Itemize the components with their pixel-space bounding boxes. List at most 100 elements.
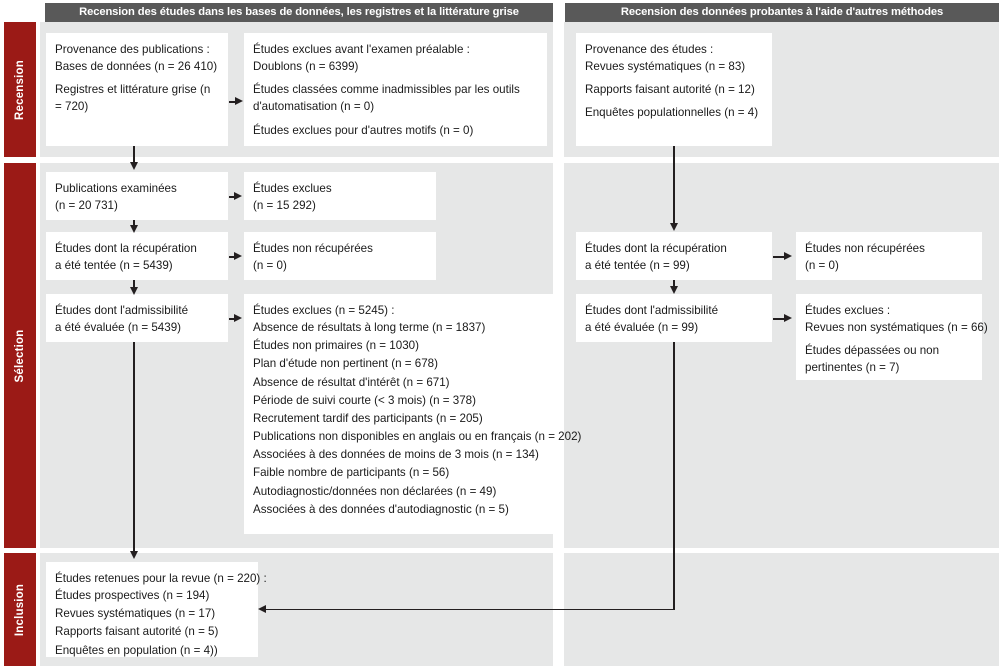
box-reports-assessed-for-eligibility: Études dont l'admissibilité a été évalué… <box>46 294 228 342</box>
list-item: Revues non systématiques (n = 66) <box>805 321 988 335</box>
list-item: Enquêtes populationnelles (n = 4) <box>585 106 759 120</box>
connector-right-retrieval-to-eligibility <box>673 280 675 289</box>
box-heading: Études exclues : <box>805 304 891 317</box>
box-line-1: Publications examinées <box>55 182 177 195</box>
connector-right-retrieval-to-not-retrieved <box>773 256 787 258</box>
list-item: Associées à des données d'autodiagnostic… <box>253 502 509 516</box>
box-heading: Études exclues (n = 5245) : <box>253 304 395 317</box>
arrowhead-down <box>129 225 138 233</box>
box-line-1: Études non récupérées <box>805 242 925 255</box>
arrowhead-right <box>784 314 792 322</box>
box-records-screened: Publications examinées (n = 20 731) <box>46 172 228 220</box>
list-item: Rapports faisant autorité (n = 12) <box>585 83 755 97</box>
list-item: Études prospectives (n = 194) <box>55 589 210 603</box>
list-item: Revues systématiques (n = 83) <box>585 60 746 74</box>
list-item: Enquêtes en population (n = 4)) <box>55 643 218 657</box>
list-item: Études classées comme inadmissibles par … <box>253 83 520 114</box>
header-bar-other-methods: Recension des données probantes à l'aide… <box>565 3 999 22</box>
sources-list: Bases de données (n = 26 410) Registres … <box>55 58 219 115</box>
connector-sources-to-pre-excluded <box>229 101 239 103</box>
arrowhead-right <box>234 314 242 322</box>
stage-bar-inclusion: Inclusion <box>4 553 36 666</box>
arrowhead-right <box>235 97 243 105</box>
connector-other-sources-to-retrieval <box>673 146 675 226</box>
box-reports-excluded-with-reasons: Études exclues (n = 5245) : Absence de r… <box>244 294 582 534</box>
arrowhead-down <box>129 551 138 559</box>
box-reports-not-retrieved: Études non récupérées (n = 0) <box>244 232 436 280</box>
box-heading: Provenance des publications : <box>55 43 210 56</box>
arrowhead-left <box>258 605 266 613</box>
box-right-reports-not-retrieved: Études non récupérées (n = 0) <box>796 232 982 280</box>
box-line-1: Études dont la récupération <box>585 242 727 255</box>
box-sources-of-studies: Provenance des études : Revues systémati… <box>576 33 772 146</box>
arrowhead-right <box>234 252 242 260</box>
box-records-removed-before-screening: Études exclues avant l'examen préalable … <box>244 33 547 146</box>
arrowhead-right <box>234 192 242 200</box>
box-line-1: Études dont l'admissibilité <box>585 304 719 317</box>
list-item: Études exclues pour d'autres motifs (n =… <box>253 123 474 137</box>
arrowhead-down <box>129 287 138 295</box>
list-item: Études dépassées ou non pertinentes (n =… <box>805 344 940 375</box>
list-item: Recrutement tardif des participants (n =… <box>253 411 483 425</box>
box-right-reports-sought-for-retrieval: Études dont la récupération a été tentée… <box>576 232 772 280</box>
arrowhead-down <box>129 162 138 170</box>
list-item: Bases de données (n = 26 410) <box>55 60 218 74</box>
box-studies-included-in-review: Études retenues pour la revue (n = 220) … <box>46 562 267 659</box>
exclusion-reasons-list: Absence de résultats à long terme (n = 1… <box>253 319 582 518</box>
connector-eligibility-to-excluded-list <box>229 318 238 320</box>
arrowhead-right <box>784 252 792 260</box>
header-label-other-methods: Recension des données probantes à l'aide… <box>620 5 944 18</box>
other-sources-list: Revues systématiques (n = 83) Rapports f… <box>585 58 763 121</box>
box-line-2: a été évaluée (n = 5439) <box>55 321 182 335</box>
box-line-2: a été tentée (n = 5439) <box>55 259 173 273</box>
list-item: Registres et littérature grise (n = 720) <box>55 83 211 114</box>
box-records-excluded: Études exclues (n = 15 292) <box>244 172 436 220</box>
stage-bar-identification: Recension <box>4 22 36 157</box>
box-heading: Provenance des études : <box>585 43 714 56</box>
header-label-databases: Recension des études dans les bases de d… <box>79 5 519 18</box>
list-item: Publications non disponibles en anglais … <box>253 430 582 444</box>
connector-screened-to-excluded <box>229 196 238 198</box>
box-line-1: Études exclues <box>253 182 332 195</box>
list-item: Plan d'étude non pertinent (n = 678) <box>253 357 438 371</box>
box-right-reports-excluded: Études exclues : Revues non systématique… <box>796 294 988 380</box>
connector-screened-to-retrieval <box>133 220 135 228</box>
box-line-2: (n = 0) <box>253 259 287 273</box>
arrowhead-down <box>669 286 678 294</box>
box-line-1: Études non récupérées <box>253 242 373 255</box>
box-line-2: (n = 0) <box>805 259 839 273</box>
stage-label-identification: Recension <box>14 59 26 120</box>
stage-label-inclusion: Inclusion <box>14 583 26 636</box>
stage-bar-screening: Sélection <box>4 163 36 548</box>
box-line-1: Études dont la récupération <box>55 242 197 255</box>
box-line-2: (n = 15 292) <box>253 199 316 213</box>
stage-label-screening: Sélection <box>14 329 26 382</box>
list-item: Revues systématiques (n = 17) <box>55 607 216 621</box>
header-bar-databases: Recension des études dans les bases de d… <box>45 3 553 22</box>
box-heading: Études retenues pour la revue (n = 220) … <box>55 572 267 585</box>
list-item: Période de suivi courte (< 3 mois) (n = … <box>253 393 476 407</box>
list-item: Absence de résultats à long terme (n = 1… <box>253 321 486 335</box>
connector-right-to-included-horizontal <box>266 608 674 611</box>
box-right-reports-assessed-for-eligibility: Études dont l'admissibilité a été évalué… <box>576 294 772 342</box>
box-line-2: a été tentée (n = 99) <box>585 259 690 273</box>
list-item: Doublons (n = 6399) <box>253 60 359 74</box>
connector-eligibility-to-included <box>133 342 135 553</box>
right-exclusion-reasons-list: Revues non systématiques (n = 66) Études… <box>805 319 988 376</box>
list-item: Rapports faisant autorité (n = 5) <box>55 625 219 639</box>
connector-right-eligibility-down <box>673 342 675 610</box>
arrowhead-down <box>669 223 678 231</box>
connector-retrieval-to-eligibility <box>133 280 135 290</box>
box-sources-of-publications: Provenance des publications : Bases de d… <box>46 33 228 146</box>
box-line-2: a été évaluée (n = 99) <box>585 321 699 335</box>
list-item: Autodiagnostic/données non déclarées (n … <box>253 484 497 498</box>
list-item: Absence de résultat d'intérêt (n = 671) <box>253 375 450 389</box>
box-heading: Études exclues avant l'examen préalable … <box>253 43 470 56</box>
box-line-1: Études dont l'admissibilité <box>55 304 189 317</box>
connector-sources-to-screened <box>133 146 135 166</box>
box-reports-sought-for-retrieval: Études dont la récupération a été tentée… <box>46 232 228 280</box>
pre-excluded-list: Doublons (n = 6399) Études classées comm… <box>253 58 538 139</box>
included-studies-list: Études prospectives (n = 194) Revues sys… <box>55 587 249 659</box>
connector-retrieval-to-not-retrieved <box>229 256 238 258</box>
